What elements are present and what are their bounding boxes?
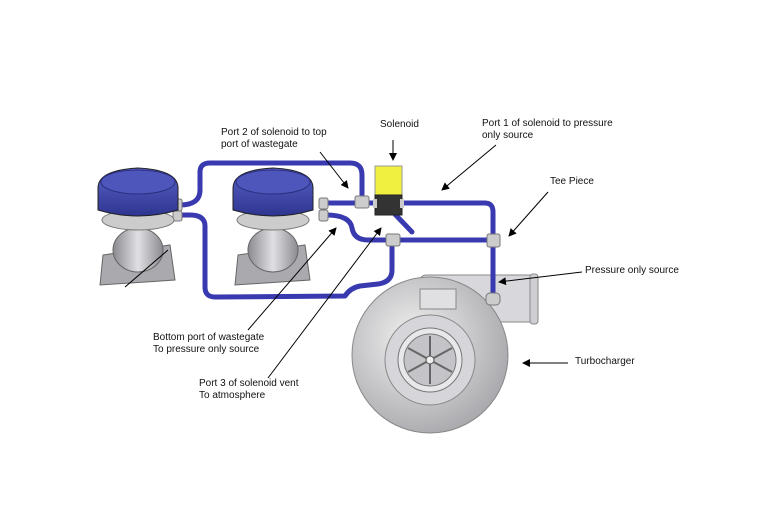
label-port3: Port 3 of solenoid vent To atmosphere bbox=[199, 378, 299, 402]
label-port3-line1: Port 3 of solenoid vent bbox=[199, 378, 299, 389]
label-port2: Port 2 of solenoid to top port of wasteg… bbox=[221, 127, 327, 151]
label-port1: Port 1 of solenoid to pressure only sour… bbox=[482, 118, 613, 142]
turbocharger bbox=[351, 273, 539, 434]
wastegate-2 bbox=[232, 167, 314, 286]
label-port2-line1: Port 2 of solenoid to top bbox=[221, 127, 327, 138]
label-bottom-port-line2: To pressure only source bbox=[153, 344, 260, 355]
pressure-source-fitting bbox=[485, 292, 501, 306]
label-solenoid: Solenoid bbox=[380, 119, 419, 130]
tee-fitting-lower bbox=[385, 233, 401, 247]
tee-piece-arrow bbox=[508, 191, 549, 237]
label-bottom-port-line1: Bottom port of wastegate bbox=[153, 332, 265, 343]
bottom-port-arrow bbox=[247, 227, 337, 331]
wastegate1-leader bbox=[124, 249, 169, 288]
fittings bbox=[172, 195, 501, 306]
pressure-source-arrow bbox=[498, 271, 583, 286]
label-port2-line2: port of wastegate bbox=[221, 139, 298, 150]
solenoid bbox=[373, 165, 404, 216]
label-tee-piece: Tee Piece bbox=[550, 176, 594, 187]
port1-arrow bbox=[441, 144, 497, 191]
tee-piece bbox=[486, 233, 501, 248]
wastegate-1 bbox=[97, 167, 179, 286]
port2-arrow bbox=[319, 151, 349, 189]
label-turbocharger: Turbocharger bbox=[575, 356, 635, 367]
label-port3-line2: To atmosphere bbox=[199, 390, 266, 401]
label-port1-line2: only source bbox=[482, 130, 534, 141]
port3-arrow bbox=[267, 227, 382, 379]
label-bottom-port: Bottom port of wastegate To pressure onl… bbox=[153, 332, 264, 356]
tee-fitting-port2 bbox=[354, 195, 370, 209]
label-pressure-source: Pressure only source bbox=[585, 265, 679, 276]
label-port1-line1: Port 1 of solenoid to pressure bbox=[482, 118, 613, 129]
